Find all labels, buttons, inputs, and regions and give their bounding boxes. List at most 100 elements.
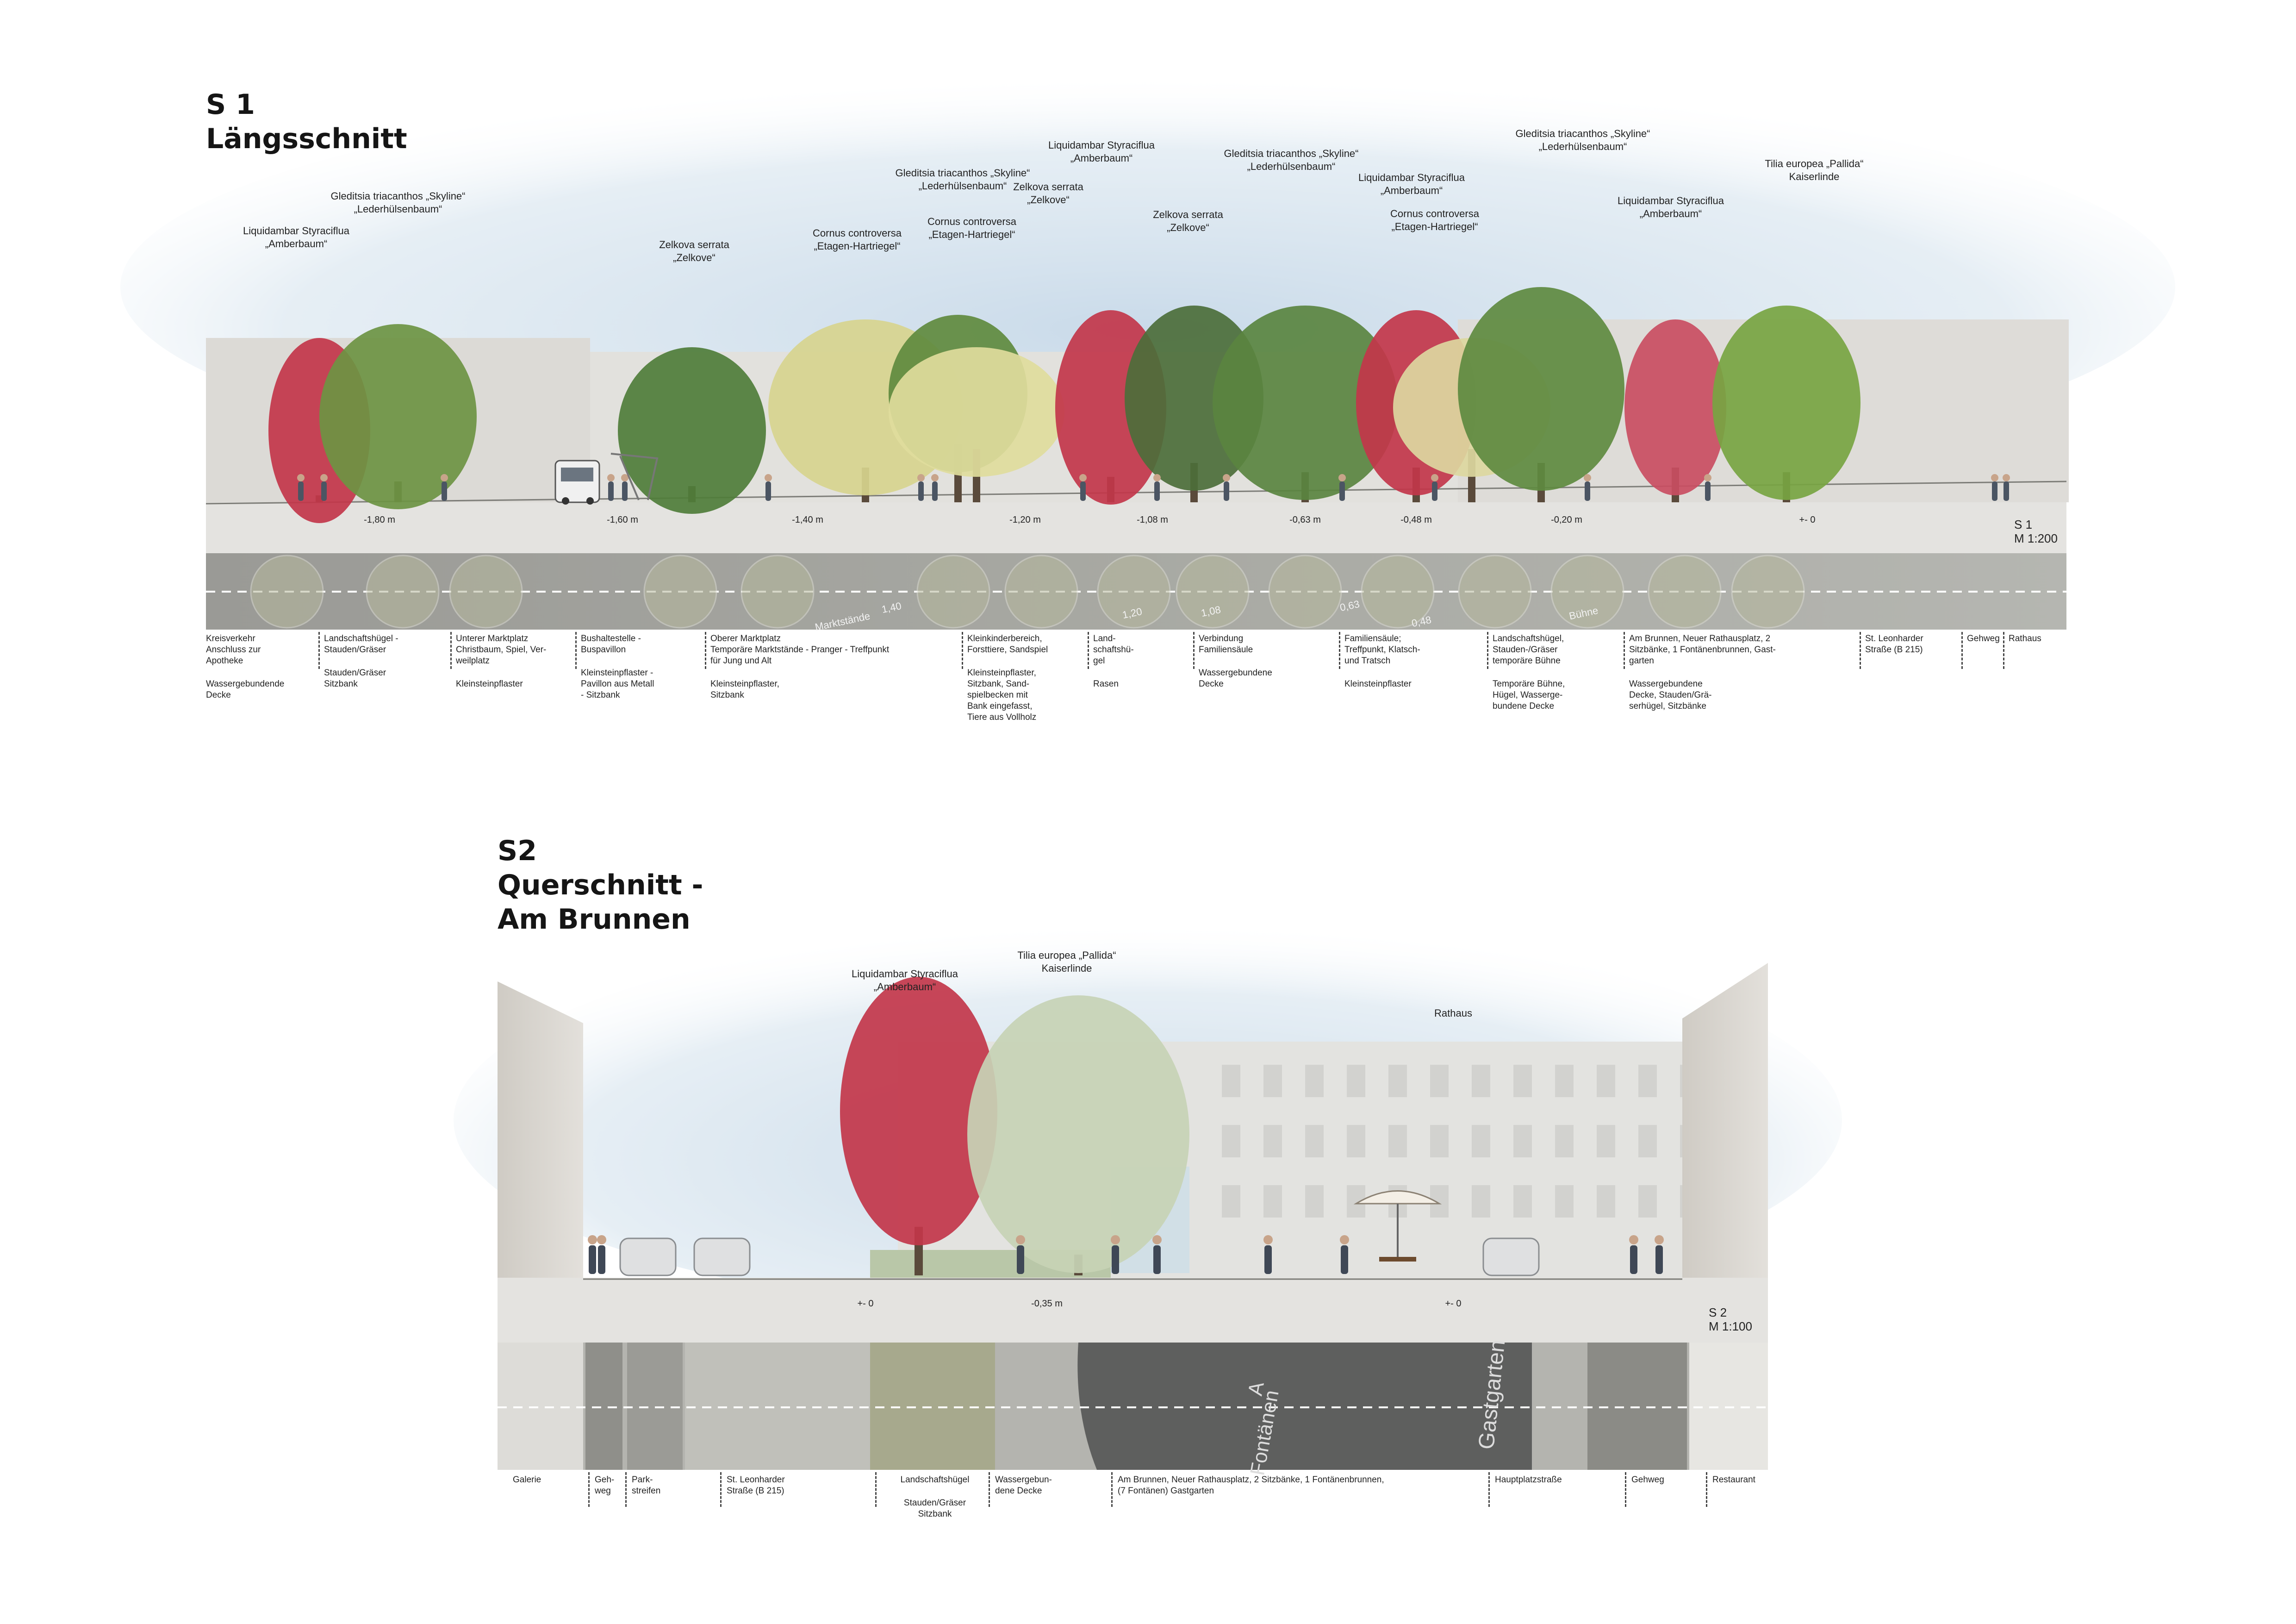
person	[1154, 481, 1160, 501]
s1-tree-label: Gleditsia triacanthos „Skyline“„Lederhül…	[1224, 147, 1358, 173]
zone-name: Wassergebun- dene Decke	[995, 1475, 1052, 1496]
zone-material: Kleinsteinpflaster	[1344, 679, 1412, 689]
zone-material: Wassergebundende Decke	[206, 679, 285, 700]
tree-name: Liquidambar Styraciflua	[1048, 139, 1155, 151]
tree-common-name: „Lederhülsenbaum“	[1538, 141, 1627, 152]
zone-divider	[1624, 632, 1625, 669]
plan-tree-crown	[250, 555, 324, 629]
person	[1112, 1245, 1119, 1274]
person-head	[1991, 474, 1998, 481]
zone-name: Geh- weg	[595, 1475, 615, 1496]
zone-divider	[875, 1472, 877, 1507]
s1-tree-label: Gleditsia triacanthos „Skyline“„Lederhül…	[1515, 127, 1650, 153]
s2-plan-parkstreifen	[627, 1343, 683, 1470]
s2-plan-strasse	[685, 1343, 870, 1470]
s2-section-title-line1: Querschnitt -	[498, 869, 703, 901]
plan-tree-crown	[916, 555, 990, 629]
s1-people	[297, 474, 2010, 501]
person-head	[765, 474, 772, 481]
zone-divider	[720, 1472, 722, 1507]
person	[589, 1245, 596, 1274]
window	[1222, 1125, 1240, 1157]
level-marker: -0,35 m	[1031, 1299, 1063, 1309]
s1-tree-label: Tilia europea „Pallida“Kaiserlinde	[1765, 157, 1863, 183]
zone-divider	[575, 632, 577, 669]
person-head	[588, 1235, 597, 1244]
person	[1705, 481, 1711, 501]
plan-tree-crown	[1731, 555, 1805, 629]
person	[2004, 481, 2009, 501]
s2-building-label: Rathaus	[1434, 1007, 1472, 1019]
tree-name: Tilia europea „Pallida“	[1017, 949, 1116, 961]
s2-parasol	[1353, 1190, 1442, 1262]
tree-common-name: „Etagen-Hartriegel“	[928, 229, 1015, 240]
s1-tree-label: Cornus controversa„Etagen-Hartriegel“	[813, 227, 902, 253]
level-marker: -1,20 m	[1009, 515, 1041, 525]
zone-material: Wassergebundene Decke	[1199, 668, 1272, 689]
zone-name: Hauptplatzstraße	[1495, 1475, 1562, 1485]
level-marker: -1,80 m	[364, 515, 395, 525]
person	[442, 481, 447, 501]
person-head	[597, 1235, 606, 1244]
zone-material: Rasen	[1093, 679, 1119, 689]
zone-divider	[588, 1472, 590, 1507]
zone-divider	[318, 632, 320, 669]
tree-crown	[1213, 306, 1398, 500]
person	[1017, 1245, 1024, 1274]
tree-crown	[840, 977, 997, 1245]
level-marker: -0,63 m	[1289, 515, 1321, 525]
tree-name: Gleditsia triacanthos „Skyline“	[1224, 148, 1359, 159]
car	[619, 1237, 677, 1276]
person	[765, 481, 771, 501]
tree-common-name: „Zelkove“	[673, 252, 716, 263]
tree-name: Zelkova serrata	[1153, 209, 1223, 220]
tree-crown	[1458, 287, 1624, 491]
tree-name: Tilia europea „Pallida“	[1765, 158, 1864, 169]
zone-material: Wassergebundene Decke, Stauden/Grä- serh…	[1629, 679, 1712, 711]
zone-name: Familiensäule; Treffpunkt, Klatsch- und …	[1344, 634, 1420, 666]
person	[932, 481, 938, 501]
plan-tree-crown	[1648, 555, 1722, 629]
zone-name: Kreisverkehr Anschluss zur Apotheke	[206, 634, 261, 666]
tree-crown	[319, 324, 477, 509]
plan-tree-crown	[1458, 555, 1532, 629]
s1-tree-label: Liquidambar Styraciflua„Amberbaum“	[1618, 194, 1724, 220]
person-head	[297, 474, 305, 481]
s1-tree-label: Gleditsia triacanthos „Skyline“„Lederhül…	[895, 167, 1030, 193]
zone-description: Landschaftshügel, Stauden-/Gräser tempor…	[1493, 633, 1624, 712]
window	[1263, 1125, 1282, 1157]
s1-bus-pavilion	[610, 453, 659, 500]
zone-name: St. Leonharder Straße (B 215)	[727, 1475, 785, 1496]
zone-description: Am Brunnen, Neuer Rathausplatz, 2 Sitzbä…	[1629, 633, 1856, 712]
window	[1347, 1065, 1365, 1097]
zone-name: Kleinkinderbereich, Forsttiere, Sandspie…	[967, 634, 1048, 655]
s1-tree-label: Liquidambar Styraciflua„Amberbaum“	[243, 225, 349, 250]
s2-wall-left	[498, 981, 583, 1278]
s2-ground	[498, 1278, 1768, 1343]
s2-scale-block: S 2 M 1:100	[1709, 1305, 1752, 1333]
s1-plan-tree-circles	[250, 555, 1805, 629]
zone-name: Bushaltestelle - Buspavillon	[581, 634, 641, 655]
s2-cars	[619, 1237, 1540, 1276]
person-head	[320, 474, 328, 481]
zone-name: Gehweg	[1631, 1475, 1664, 1485]
person-head	[1584, 474, 1591, 481]
zone-description: St. Leonharder Straße (B 215)	[727, 1474, 819, 1497]
window	[1597, 1125, 1615, 1157]
zone-divider	[1961, 632, 1963, 669]
zone-material: Kleinsteinpflaster, Sitzbank, Sand- spie…	[967, 668, 1037, 722]
window	[1513, 1185, 1532, 1218]
person-head	[441, 474, 448, 481]
s2-plan-hauptplatzstrasse	[1587, 1343, 1687, 1470]
s2-people	[588, 1235, 1664, 1274]
tree-common-name: „Amberbaum“	[265, 238, 328, 250]
tree-crown	[889, 347, 1064, 477]
window	[1305, 1185, 1324, 1218]
window	[1555, 1125, 1574, 1157]
window	[1305, 1065, 1324, 1097]
s1-section-code: S 1	[206, 88, 255, 121]
